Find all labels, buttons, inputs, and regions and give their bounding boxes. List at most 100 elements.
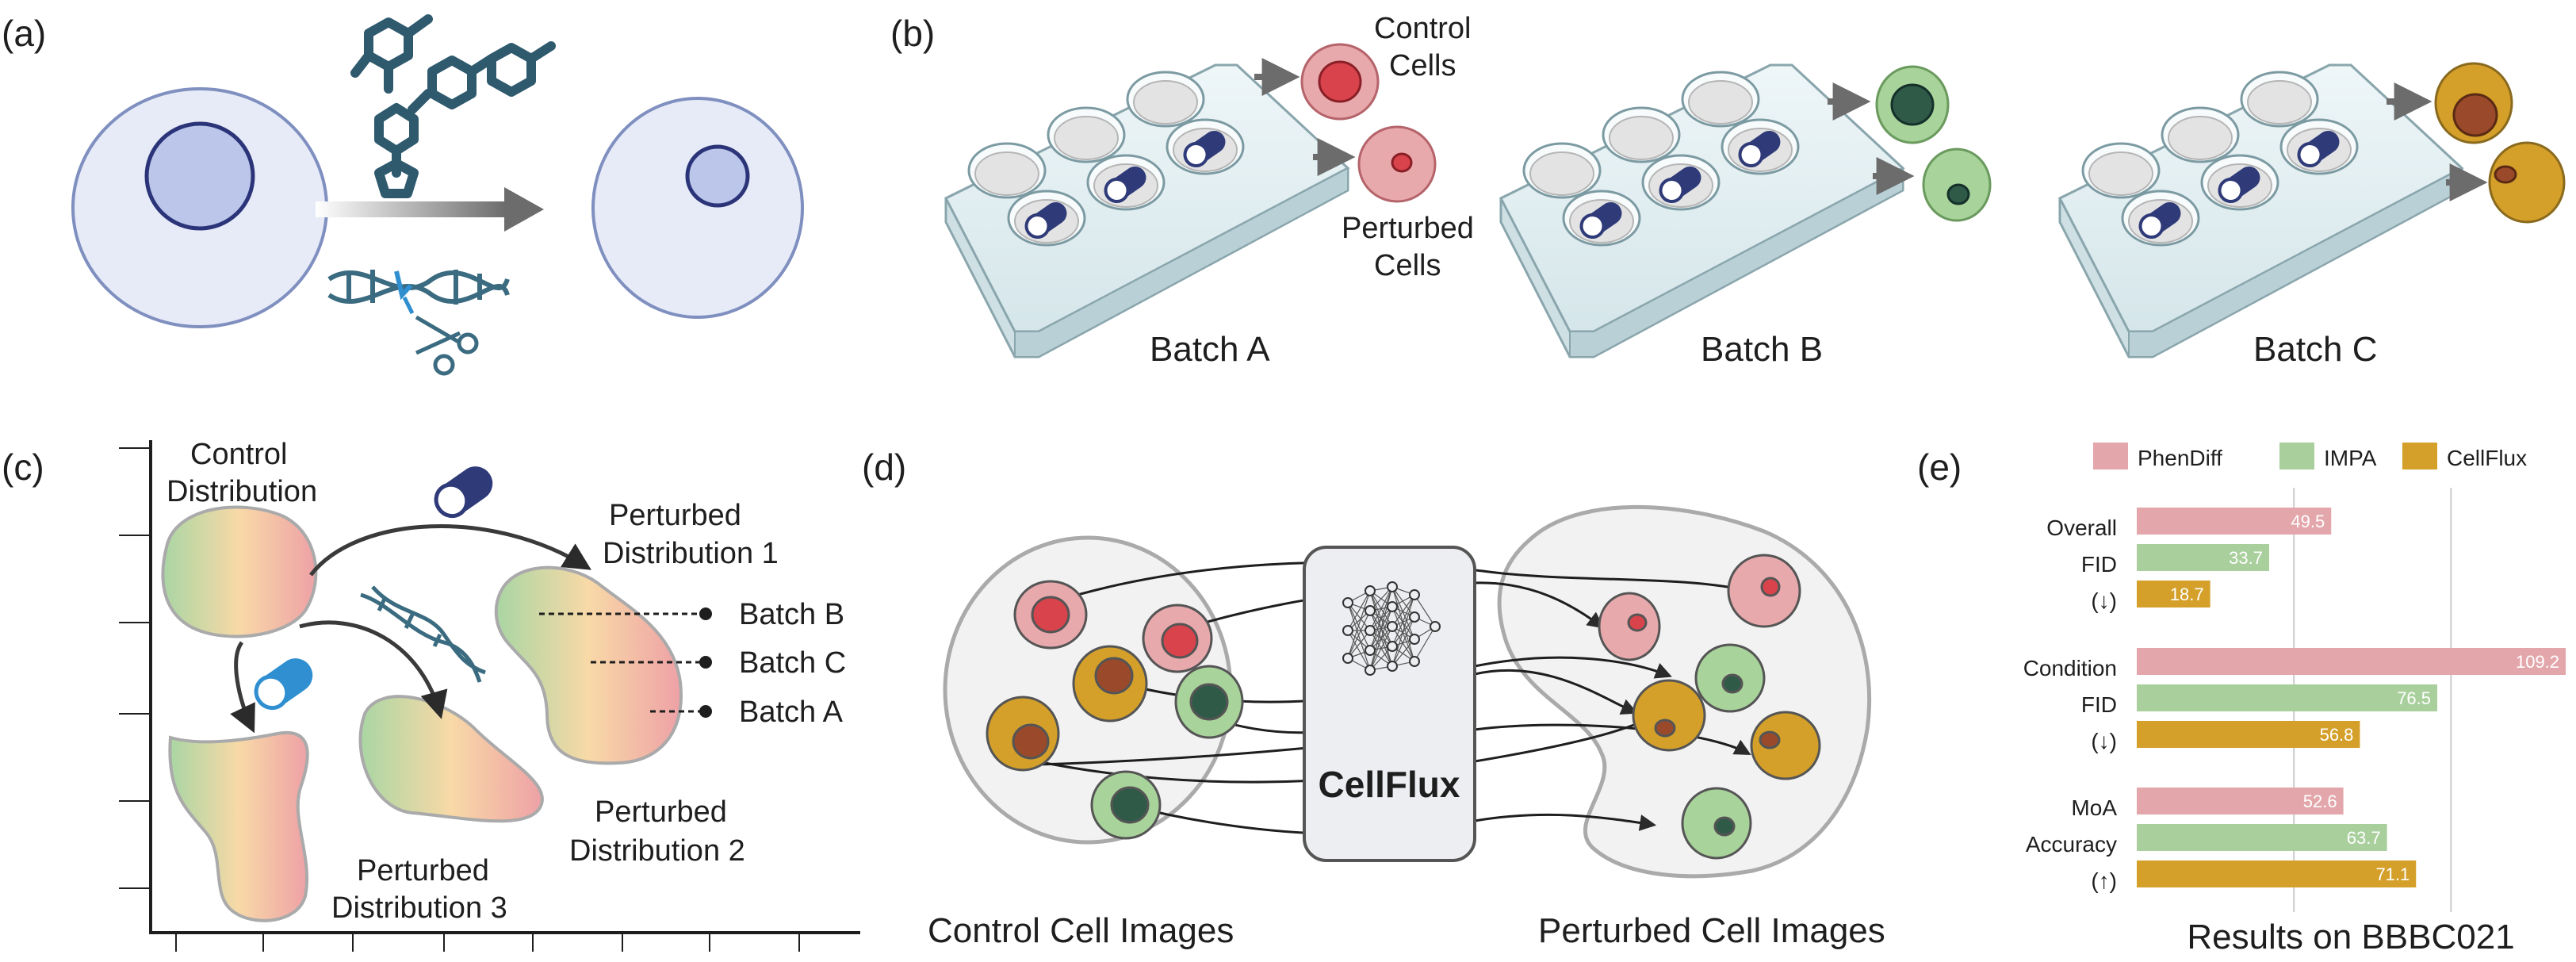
plate-well [1007,190,1086,247]
pill-icon [2218,166,2260,204]
panel-label-a: (a) [2,13,46,54]
nn-node [1430,621,1441,632]
perturbed-cell [591,97,804,319]
batch-a-dot [699,705,712,718]
perturbed-distribution-1-label-2: Distribution 1 [603,537,779,570]
perturbed-distribution-3-label-1: Perturbed [357,854,489,887]
plate-well [1641,154,1721,211]
pill-icon [2297,130,2340,168]
plate-well [1602,106,1681,163]
bar-value-label: 52.6 [2303,791,2337,811]
perturbed-cells-label-line1: Perturbed [1342,212,1474,245]
plate-well [1086,154,1166,211]
chemical-compound-icon [350,14,556,198]
plate-well [1047,106,1126,163]
control-cell-orange [2434,62,2513,144]
nn-node [1409,589,1420,600]
control-cell-image [1174,665,1244,739]
category-label: FID [2081,692,2117,717]
pill-icon [2138,201,2181,240]
control-cell [71,87,328,328]
nn-node [1387,601,1398,612]
plate-well [967,142,1047,199]
control-cell-green [1875,65,1950,144]
bar [2137,824,2387,851]
nn-node [1365,645,1376,656]
well-plate-batch-b [1499,63,1905,358]
control-cell-image [1090,770,1162,840]
control-cells-label-line1: Control [1374,12,1472,45]
perturbation-arrow [316,187,544,232]
well-plate-batch-c [2057,63,2464,358]
batch-b-mark-label: Batch B [739,598,844,631]
control-cell-image [986,696,1060,772]
panel-label-b: (b) [890,13,935,54]
perturbed-cell-red [1357,125,1437,203]
plate-well [1126,71,1205,128]
plate-well [2279,118,2359,175]
perturbed-distribution-3-label-2: Distribution 3 [331,891,507,925]
perturbed-cells-label-line2: Cells [1374,249,1441,282]
bar-value-label: 63.7 [2347,828,2381,848]
bar [2137,788,2344,814]
bar [2137,508,2332,535]
bar [2137,684,2438,711]
nn-node [1387,621,1398,632]
bar-value-label: 18.7 [2170,584,2204,604]
batch-a-label: Batch A [1150,330,1270,369]
perturbed-cell-image [1681,787,1752,860]
bar [2137,860,2417,887]
plate-well [1522,142,1602,199]
pill-icon [1104,166,1146,204]
plate-well [2161,106,2240,163]
scissors-icon [415,315,479,376]
control-distribution-shape [161,505,318,638]
bar-value-label: 56.8 [2320,725,2354,745]
control-images-caption: Control Cell Images [928,911,1234,950]
nn-node [1365,665,1376,676]
dna-crispr-icon [327,270,510,315]
perturbed-distribution-2-shape [358,695,544,823]
pill-icon [1183,130,1226,168]
plate-well [1562,190,1641,247]
control-distribution-label-1: Control [190,438,288,471]
transition-arrows [230,524,591,734]
batch-c-label: Batch C [2253,330,2378,369]
category-label: FID [2081,552,2117,577]
perturbed-cell-image [1632,679,1706,752]
perturbed-cell-image [1598,592,1661,661]
nn-node [1387,581,1398,592]
bar-value-label: 49.5 [2291,512,2325,531]
perturbed-cell-green [1922,148,1992,222]
bar-value-label: 109.2 [2516,652,2559,672]
axes [119,440,860,952]
plate-well [1681,71,1760,128]
perturbed-distribution-1-shape [494,565,683,765]
perturbed-images-caption: Perturbed Cell Images [1538,911,1885,950]
panel-label-c: (c) [2,447,44,488]
category-label: Overall [2046,515,2117,540]
control-cell-image [1142,604,1213,673]
legend-label: CellFlux [2447,446,2527,470]
control-cell-image [1013,580,1088,650]
nn-node [1387,661,1398,672]
nn-node [1342,653,1353,664]
batch-c-dot [699,656,712,669]
nn-node [1342,597,1353,608]
nn-node [1409,656,1420,667]
nn-node [1409,634,1420,645]
panel-label-d: (d) [862,447,906,488]
plate-well [2081,142,2161,199]
plate-well [1721,118,1800,175]
bar-value-label: 33.7 [2229,548,2263,568]
category-label: (↑) [2091,868,2117,893]
pill-icon [1659,166,1701,204]
control-cell-red [1300,43,1380,121]
control-distribution-label-2: Distribution [167,475,317,508]
perturbed-distribution-2-label-1: Perturbed [595,795,727,829]
batch-a-mark-label: Batch A [739,696,844,729]
pill-icon [1738,130,1781,168]
chart-title: Results on BBBC021 [2187,918,2514,956]
perturbed-cell-image [1694,643,1766,713]
